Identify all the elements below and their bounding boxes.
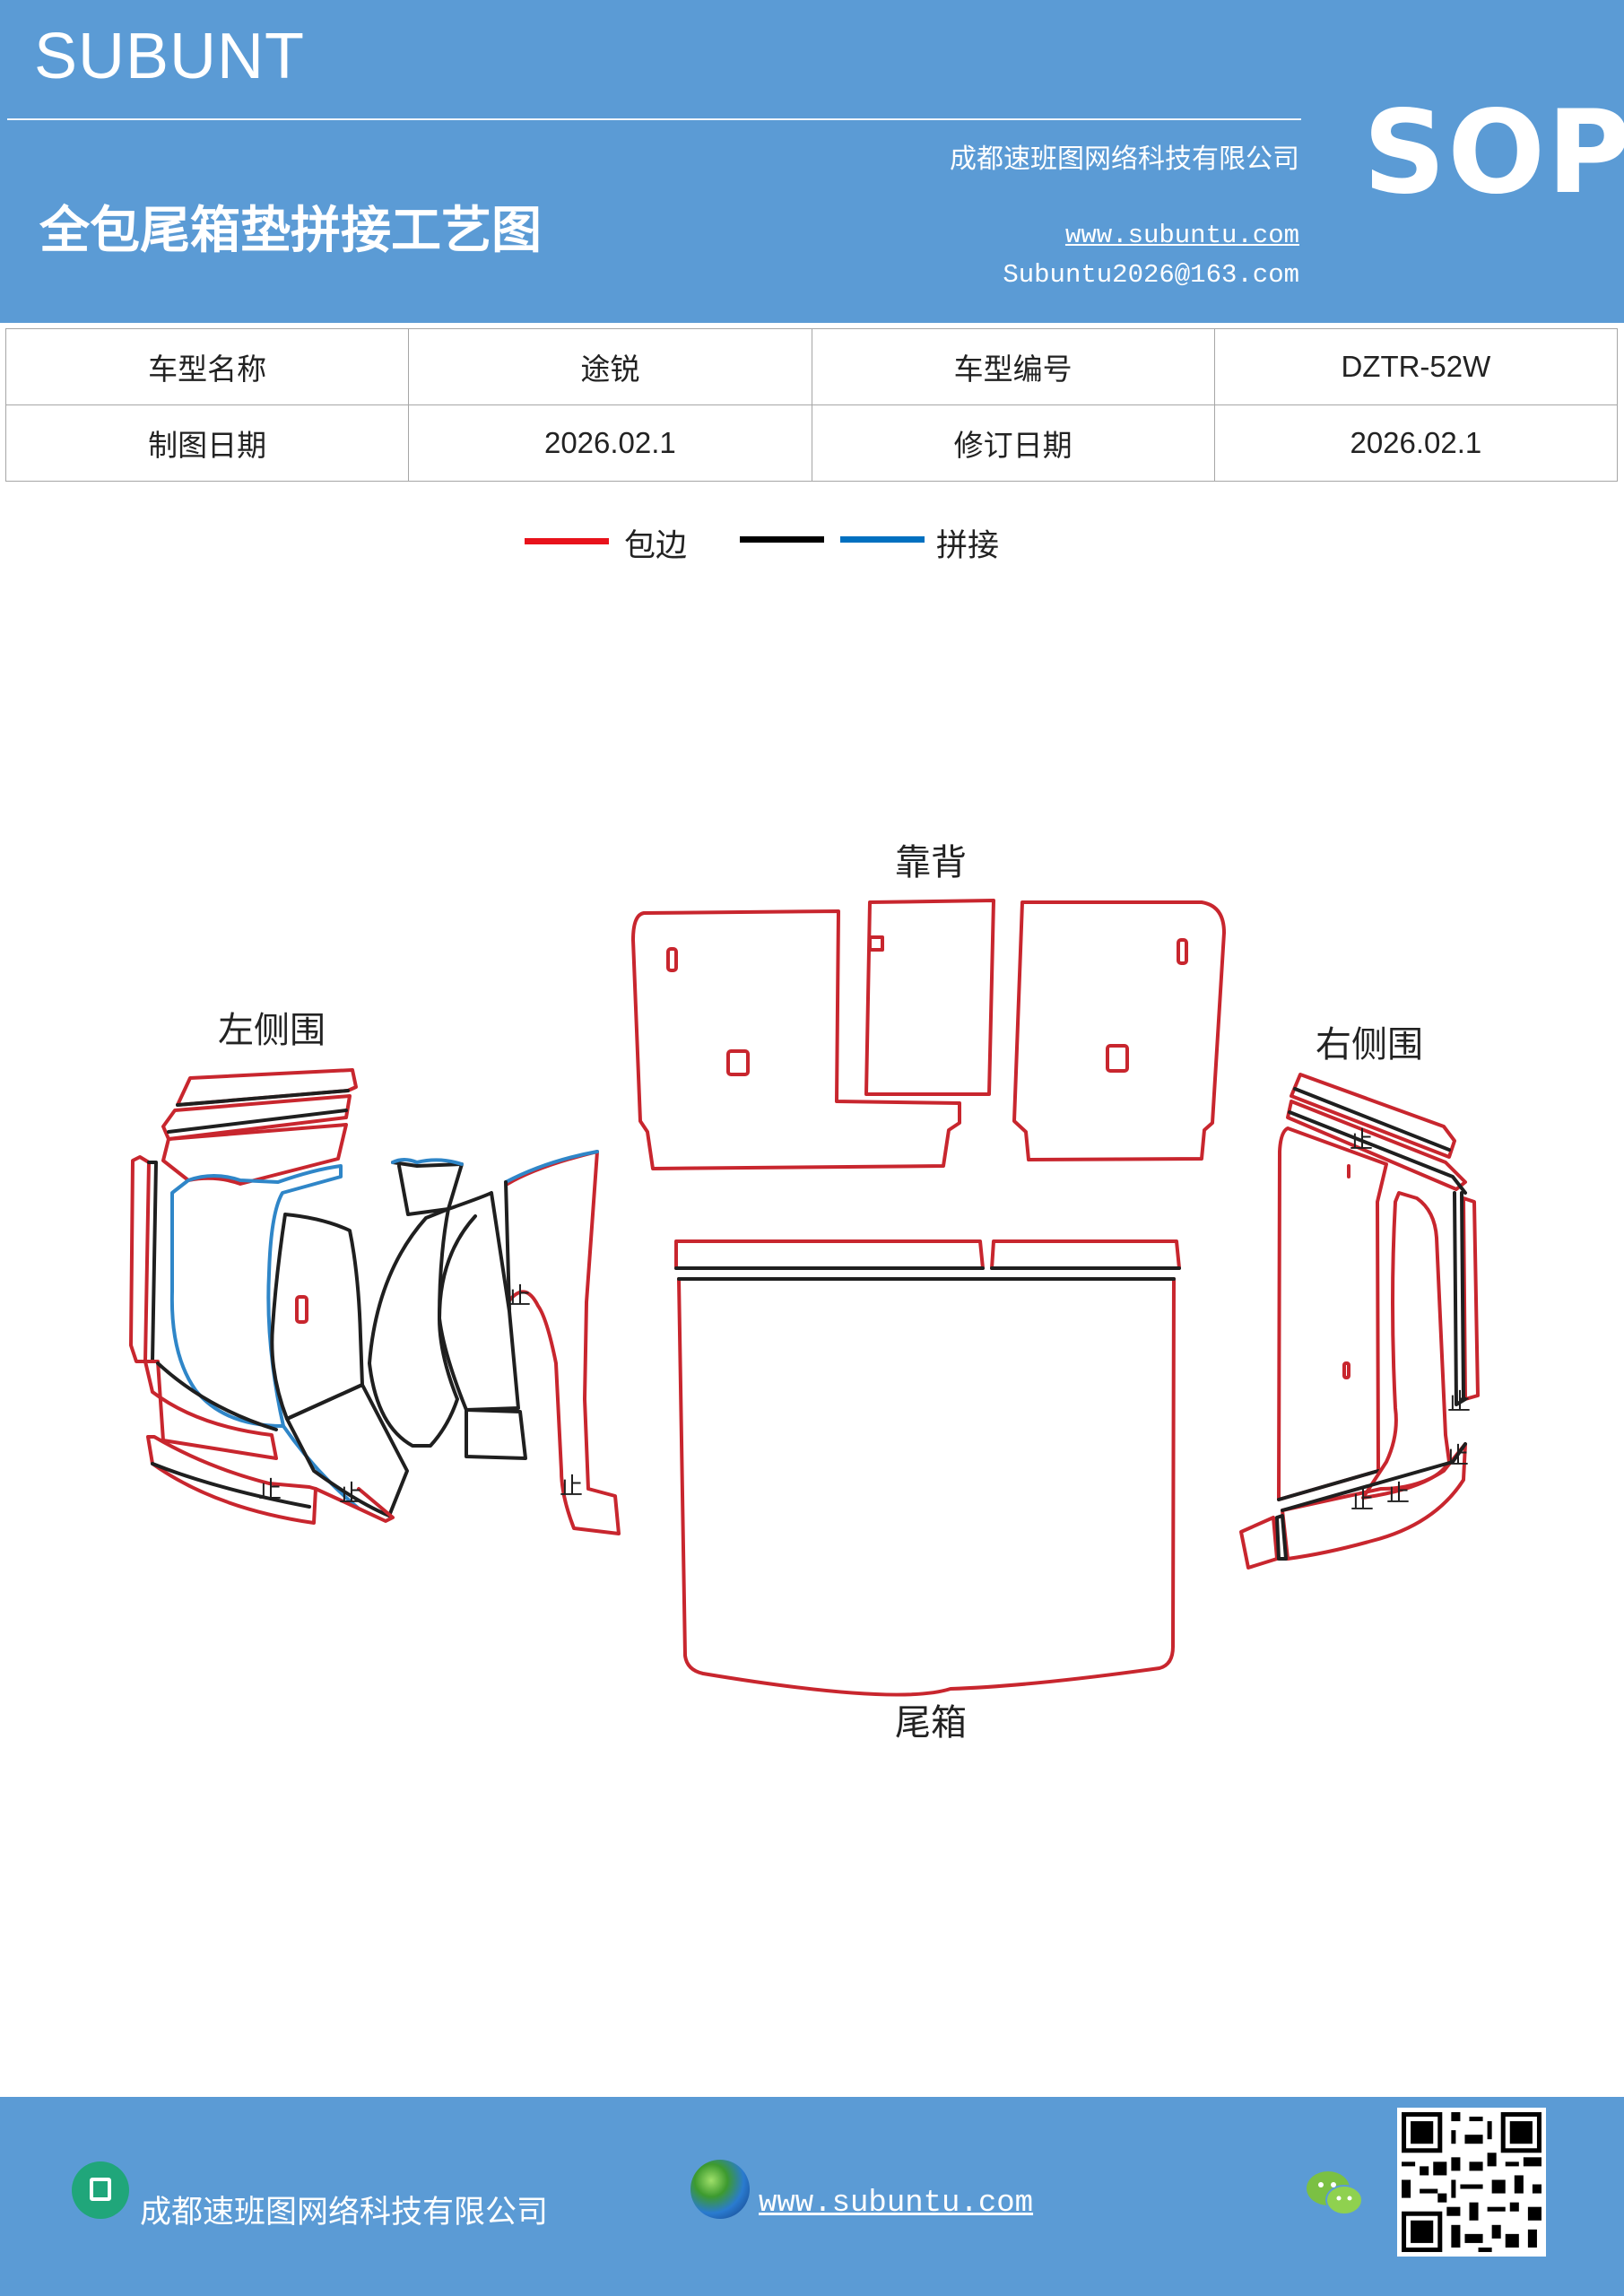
backrest-slot — [666, 947, 678, 972]
stop-mark: 止 — [339, 1481, 362, 1508]
right-side-panels — [1239, 1073, 1480, 1570]
right-lower-edge — [1281, 1442, 1467, 1561]
legend: 包边 拼接 — [0, 520, 1624, 574]
left-bottom-seam — [156, 1361, 278, 1431]
backrest-slot — [726, 1049, 750, 1076]
left-strip — [167, 1109, 348, 1134]
stop-mark: 止 — [1386, 1481, 1410, 1508]
stop-mark: 止 — [560, 1474, 583, 1500]
right-main-panel — [1277, 1126, 1388, 1501]
trunk-top-strip — [674, 1239, 985, 1270]
legend-swatch-seam — [740, 536, 824, 543]
right-vertical-strip — [1462, 1196, 1480, 1401]
left-lower-seam — [151, 1462, 311, 1509]
right-corner-seam — [1275, 1514, 1288, 1561]
backrest-slot — [1106, 1044, 1129, 1073]
label-right-side: 右侧围 — [1316, 1024, 1423, 1065]
left-pillar — [438, 1191, 520, 1412]
splice-diagram: 靠背 左侧围 右侧围 尾箱 — [129, 842, 1480, 1744]
building-icon — [72, 2161, 129, 2219]
left-bottom-edge — [143, 1360, 278, 1460]
right-inner-panel — [1361, 1191, 1451, 1500]
wechat-icon[interactable] — [1305, 2167, 1364, 2219]
footer-company: 成都速班图网络科技有限公司 — [140, 2195, 549, 2231]
left-strip — [176, 1089, 350, 1107]
globe-icon — [690, 2160, 750, 2219]
website-link[interactable]: www.subuntu.com — [1064, 221, 1299, 250]
right-main-seam — [1277, 1469, 1380, 1501]
backrest-panels — [631, 899, 1226, 1170]
label-model-code: 车型编号 — [811, 328, 1215, 405]
header-divider — [7, 118, 1301, 120]
left-rear-seam — [504, 1180, 511, 1311]
footer-banner: 成都速班图网络科技有限公司 www.subuntu.com — [0, 2097, 1624, 2296]
stop-mark: 止 — [258, 1477, 282, 1504]
left-lower-strip — [146, 1435, 317, 1525]
left-tall-seam — [397, 1164, 450, 1216]
left-strip — [161, 1123, 348, 1186]
right-vertical-seam — [1453, 1191, 1467, 1406]
header-banner: SUBUNT 成都速班图网络科技有限公司 全包尾箱垫拼接工艺图 www.subu… — [0, 0, 1624, 323]
qr-code — [1397, 2108, 1546, 2257]
value-model-name: 途锐 — [408, 328, 812, 405]
backrest-left-panel — [631, 909, 961, 1170]
label-drawing-date: 制图日期 — [4, 404, 410, 482]
left-lower-wing — [314, 1487, 395, 1523]
company-name: 成都速班图网络科技有限公司 — [950, 144, 1299, 175]
left-splice-panel — [169, 1164, 343, 1428]
label-model-name: 车型名称 — [4, 328, 410, 405]
right-slot — [1342, 1361, 1350, 1379]
left-outer-edge — [129, 1155, 151, 1363]
legend-label-edge: 包边 — [624, 528, 688, 564]
trunk-floor — [677, 1277, 1176, 1697]
label-revision-date: 修订日期 — [811, 404, 1215, 482]
left-strip — [176, 1068, 358, 1107]
stop-mark: 止 — [1446, 1443, 1469, 1470]
right-strip-seam — [1288, 1110, 1467, 1195]
trunk-panels — [674, 1239, 1181, 1697]
footer-website-link[interactable]: www.subuntu.com — [759, 2187, 1034, 2221]
legend-swatch-edge — [525, 538, 609, 544]
right-corner-piece — [1239, 1516, 1279, 1570]
stop-mark: 止 — [508, 1283, 531, 1310]
left-tall-splice — [391, 1158, 464, 1166]
stop-mark: 止 — [1350, 1127, 1373, 1154]
left-mid-panel — [270, 1213, 364, 1421]
brand-name: SUBUNT — [34, 21, 306, 92]
value-revision-date: 2026.02.1 — [1213, 404, 1619, 482]
backrest-slot — [868, 935, 884, 952]
table-row: 制图日期 2026.02.1 修订日期 2026.02.1 — [4, 404, 1619, 482]
label-left-side: 左侧围 — [218, 1010, 326, 1051]
label-backrest: 靠背 — [895, 842, 967, 883]
left-slot — [295, 1295, 308, 1324]
left-strip — [161, 1094, 352, 1141]
value-drawing-date: 2026.02.1 — [408, 404, 812, 482]
value-model-code: DZTR-52W — [1213, 328, 1619, 405]
trunk-top-strip — [990, 1239, 1181, 1270]
left-mid-lower — [285, 1383, 409, 1518]
left-rear-splice — [504, 1150, 599, 1184]
legend-label-splice: 拼接 — [936, 528, 1000, 564]
vehicle-info-table: 车型名称 途锐 车型编号 DZTR-52W 制图日期 2026.02.1 修订日… — [4, 328, 1619, 482]
left-side-panels — [129, 1068, 621, 1535]
right-strip-seam — [1293, 1087, 1451, 1152]
backrest-right-panel — [1012, 900, 1226, 1161]
backrest-slot — [1177, 938, 1188, 965]
table-row: 车型名称 途锐 车型编号 DZTR-52W — [4, 328, 1619, 405]
right-lower-seam — [1281, 1442, 1467, 1512]
email-address[interactable]: Subuntu2026@163.com — [1003, 260, 1299, 290]
backrest-middle-panel — [864, 899, 995, 1096]
document-title: 全包尾箱垫拼接工艺图 — [39, 201, 542, 260]
left-pillar-box — [465, 1408, 527, 1460]
stop-mark: 止 — [1350, 1488, 1374, 1515]
sop-badge: SOP — [1363, 86, 1624, 220]
right-strip — [1290, 1073, 1456, 1159]
stop-mark: 止 — [1447, 1389, 1471, 1416]
left-mid-splice — [282, 1424, 360, 1510]
legend-swatch-splice — [840, 536, 925, 543]
label-trunk: 尾箱 — [895, 1702, 967, 1744]
